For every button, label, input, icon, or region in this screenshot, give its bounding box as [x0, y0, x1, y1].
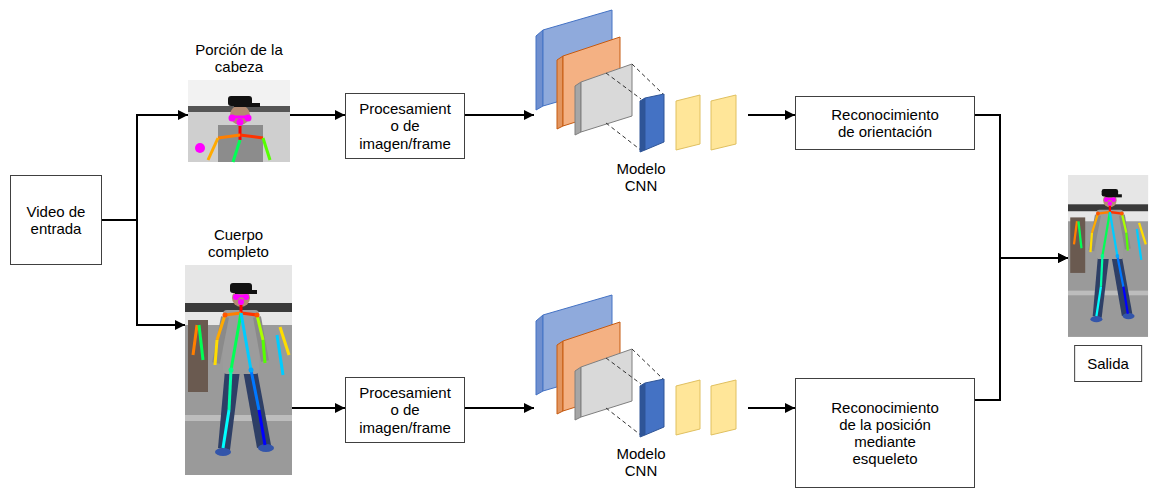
box-label: Procesamient o de imagen/frame — [354, 100, 456, 152]
image-crop: Cuerpo completo — [185, 265, 292, 475]
box-label: Reconocimiento de la posición mediante e… — [825, 399, 945, 468]
full-body-image — [185, 265, 292, 475]
process-box: Reconocimiento de la posición mediante e… — [795, 378, 975, 488]
box-label: Video de entrada — [19, 203, 93, 238]
cnn-model-drawing — [536, 295, 736, 437]
caption-label: Modelo CNN — [606, 445, 676, 480]
output-image — [1068, 175, 1148, 337]
flow-arrow — [102, 220, 185, 325]
image-crop: Porción de la cabeza — [188, 80, 290, 162]
caption-label: Porción de la cabeza — [182, 41, 297, 76]
process-box: Procesamient o de imagen/frame — [345, 377, 465, 443]
output-image: Salida — [1068, 175, 1148, 337]
caption-label: Cuerpo completo — [196, 226, 281, 261]
box-label: Reconocimiento de orientación — [825, 106, 945, 141]
flow-arrow — [102, 115, 188, 220]
process-box: Procesamient o de imagen/frame — [345, 93, 465, 159]
head-crop-image — [188, 80, 290, 162]
box-label: Procesamient o de imagen/frame — [354, 384, 456, 436]
flow-arrow — [465, 407, 534, 409]
flow-arrow — [290, 114, 345, 116]
input-box: Video de entrada — [10, 175, 102, 265]
flow-arrow — [748, 407, 795, 409]
cnn-model-drawing — [536, 10, 736, 152]
flow-arrow — [748, 114, 795, 116]
flow-arrow — [292, 407, 345, 409]
process-box: Reconocimiento de orientación — [795, 96, 975, 150]
flow-arrow — [975, 258, 1068, 400]
output-label-box: Salida — [1074, 345, 1142, 382]
caption-label: Modelo CNN — [606, 160, 676, 195]
cnn-model: Modelo CNN — [534, 295, 748, 437]
cnn-model: Modelo CNN — [534, 10, 748, 152]
flow-arrow — [975, 115, 1068, 258]
flow-arrow — [465, 114, 534, 116]
